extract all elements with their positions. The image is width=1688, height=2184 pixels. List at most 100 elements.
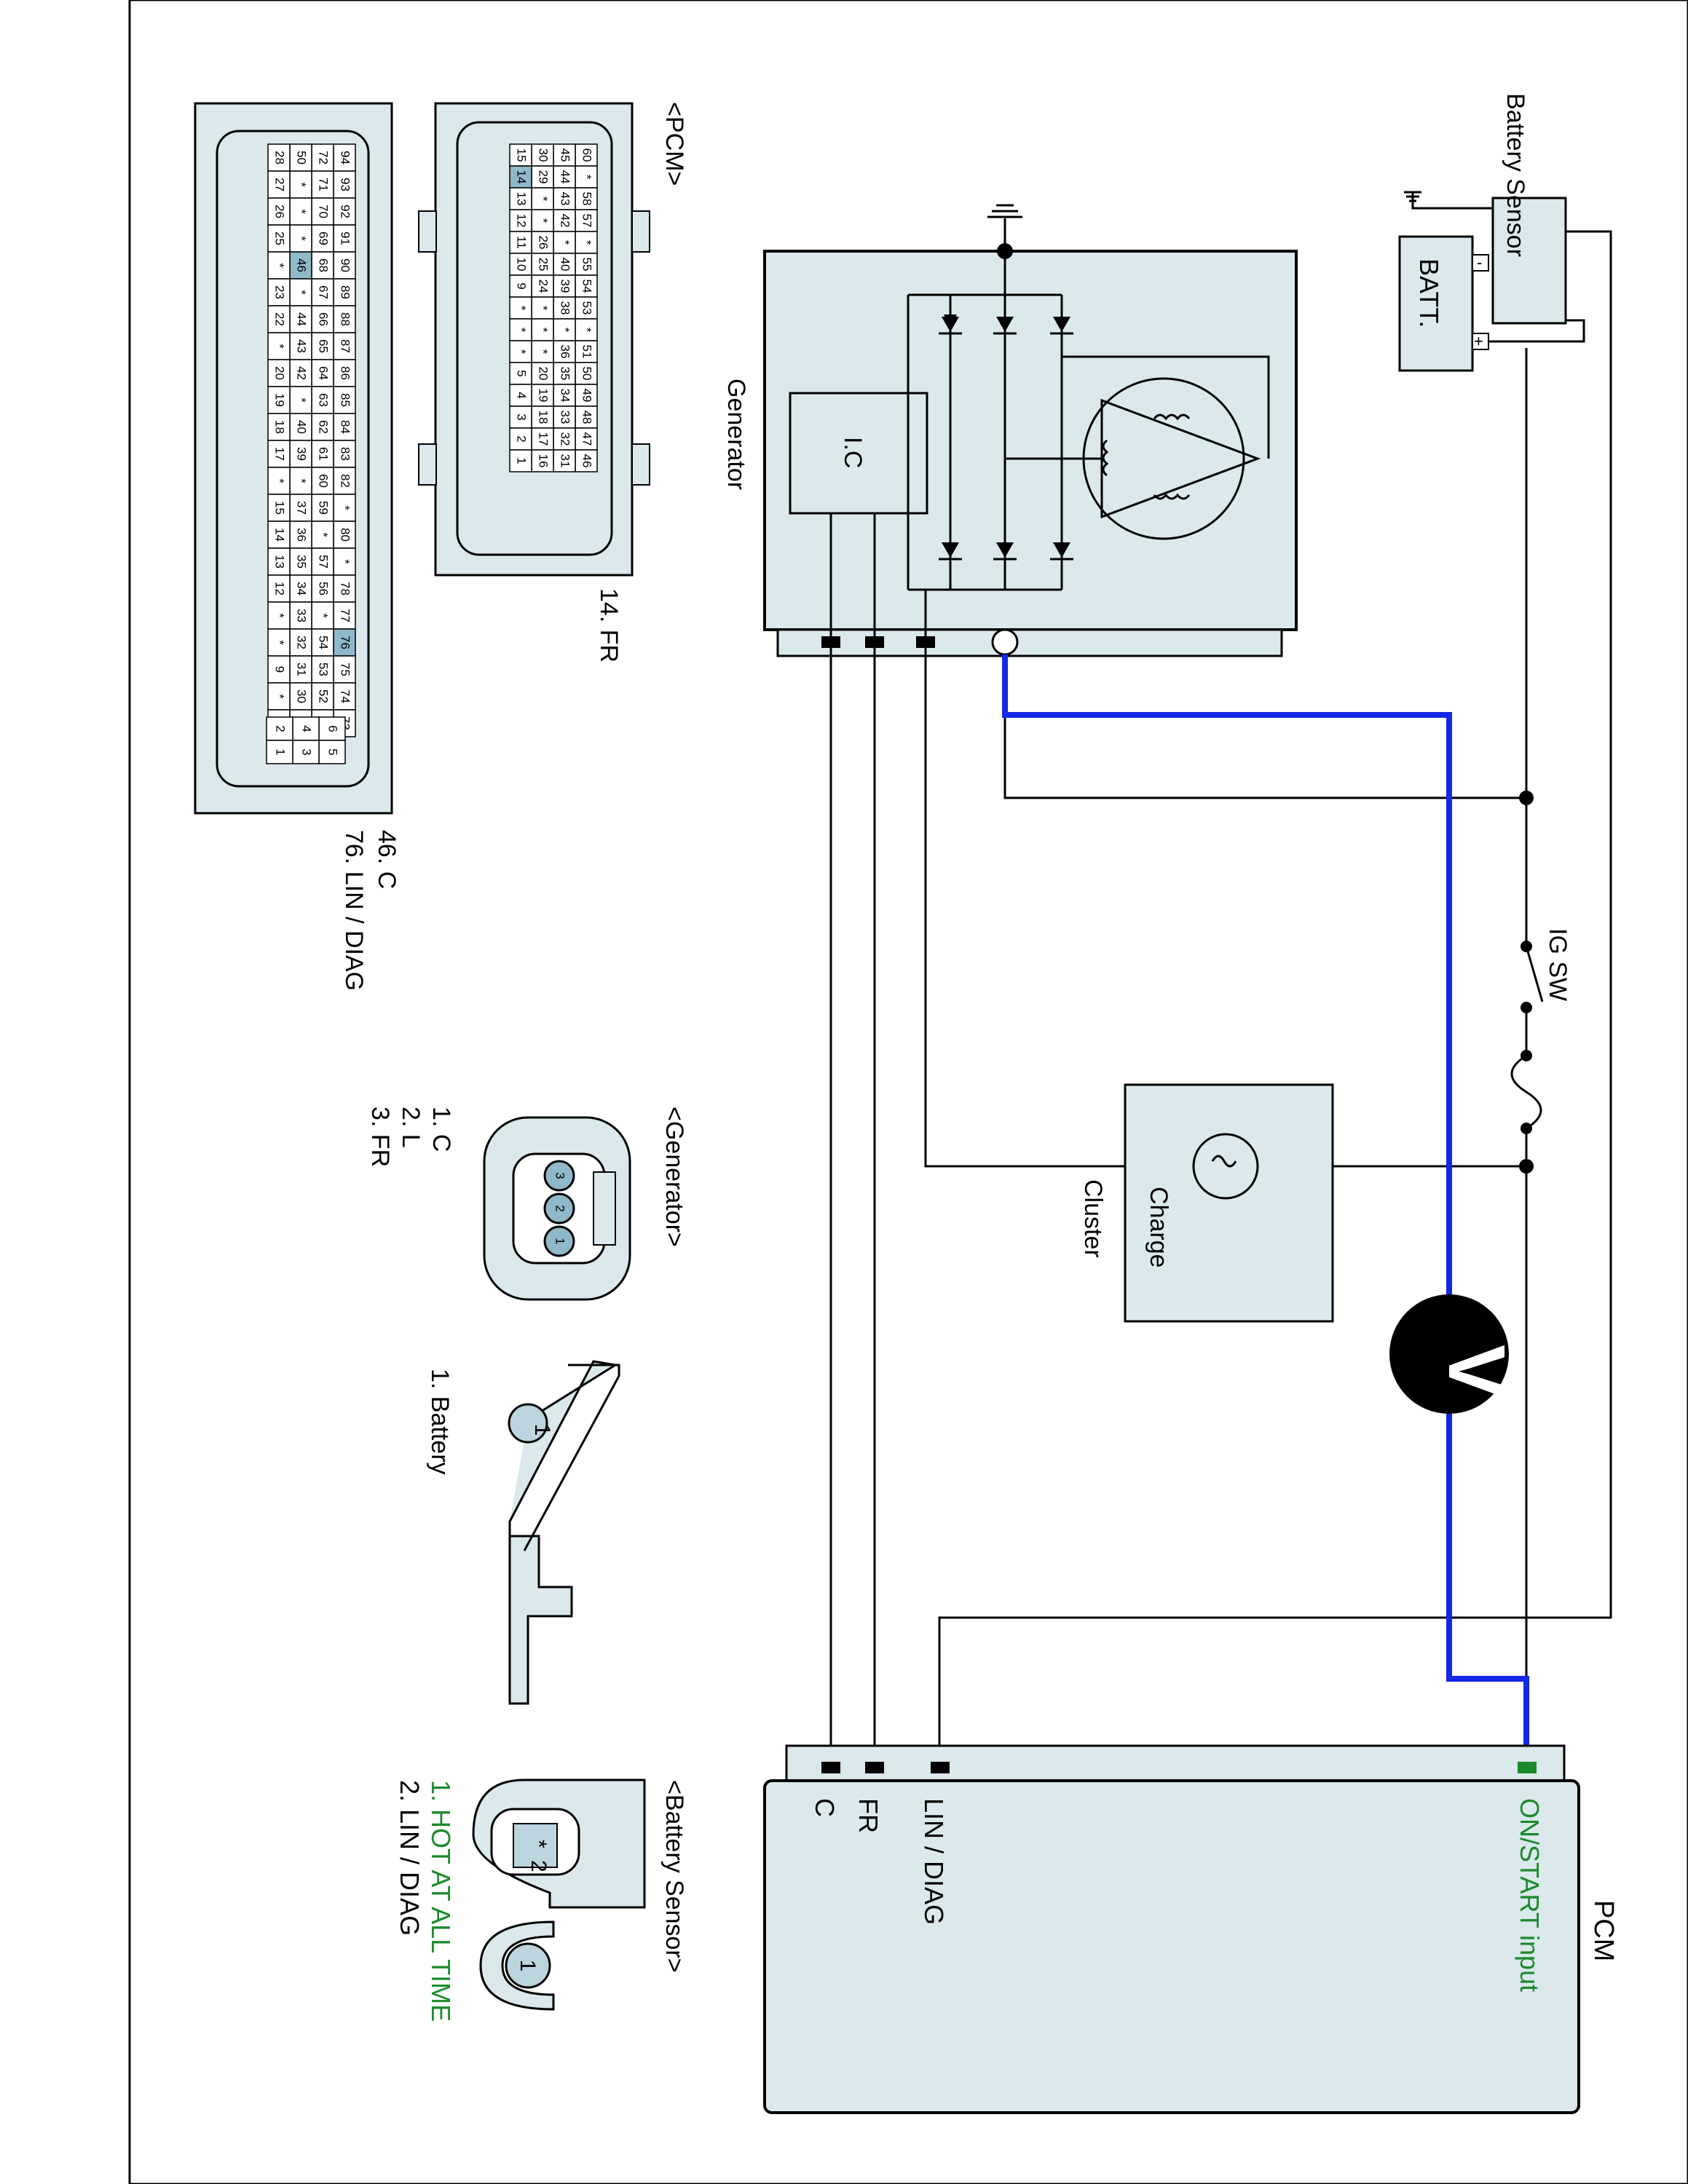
connector-pin: 31 bbox=[295, 662, 309, 676]
generator-connector-pin: 2 bbox=[553, 1205, 567, 1211]
connector-pin: 28 bbox=[273, 151, 287, 165]
connector-pin: * bbox=[559, 240, 572, 245]
lamp-icon bbox=[1192, 1133, 1259, 1200]
connector-pin: 9 bbox=[273, 666, 287, 673]
connector-pin: * bbox=[317, 613, 331, 618]
connector-pin: 32 bbox=[559, 432, 572, 446]
connector-pin: 27 bbox=[273, 178, 287, 191]
connector-pin: 89 bbox=[339, 285, 352, 299]
connector-pin: 6 bbox=[326, 725, 340, 732]
connector-pin: 49 bbox=[580, 389, 594, 403]
connector-pin: 37 bbox=[295, 501, 309, 515]
connector-pin: 1 bbox=[274, 748, 288, 755]
connector-pin: 67 bbox=[317, 285, 331, 299]
connector-pin: 18 bbox=[537, 411, 551, 424]
connector-pin: 20 bbox=[537, 367, 551, 381]
pcm-pin-lin-diag: LIN / DIAG bbox=[919, 1798, 949, 1925]
connector-pin: 46 bbox=[580, 454, 594, 468]
connector-pin: 10 bbox=[515, 258, 529, 272]
connector-pin: * bbox=[537, 349, 551, 355]
connector-pin: 88 bbox=[339, 312, 352, 326]
voltmeter-label: V bbox=[1432, 1345, 1521, 1398]
connector-pin: 33 bbox=[295, 609, 309, 622]
connector-pin: 63 bbox=[317, 393, 331, 407]
connector-pin: * bbox=[295, 478, 309, 483]
connector-pin: * bbox=[295, 182, 309, 187]
connector-pin: 87 bbox=[339, 339, 352, 353]
svg-text:+: + bbox=[1474, 332, 1483, 350]
battery-terminal-pin: 1 bbox=[530, 1424, 554, 1436]
connector-pin: 31 bbox=[559, 454, 572, 468]
connector-pin: 76 bbox=[339, 636, 352, 649]
connector-pin: 82 bbox=[339, 474, 352, 488]
connector-pin: 2 bbox=[515, 435, 529, 442]
connector-pin: 60 bbox=[317, 474, 331, 488]
connector-pin: 72 bbox=[317, 151, 331, 165]
connector-pin: 16 bbox=[537, 454, 551, 468]
connector-pin: 29 bbox=[537, 170, 551, 184]
stator-icon bbox=[1005, 355, 1270, 540]
connector-pin: * bbox=[537, 197, 551, 202]
gen-pin-3: 3. FR bbox=[366, 1107, 394, 1167]
bs-pin-1: 1. HOT AT ALL TIME bbox=[426, 1780, 456, 2022]
connector-pin: * bbox=[273, 613, 287, 618]
connector-pin: 15 bbox=[273, 501, 287, 515]
connector-pin: 35 bbox=[295, 555, 309, 569]
connector-pin: 3 bbox=[300, 748, 314, 755]
connector-pin: 54 bbox=[580, 280, 594, 293]
pcm-pin-fr: FR bbox=[853, 1798, 883, 1833]
connector-pin: 47 bbox=[580, 432, 594, 446]
charge-cluster: Charge Cluster bbox=[1079, 1083, 1334, 1323]
connector-pin: 18 bbox=[273, 420, 287, 434]
connector-pin: 43 bbox=[295, 339, 309, 353]
bs-pin-1-num: 1 bbox=[516, 1960, 540, 1972]
connector-pin: * bbox=[295, 236, 309, 241]
connector-pin: 44 bbox=[295, 312, 309, 326]
gen-pin-1: 1. C bbox=[427, 1107, 455, 1152]
connector-pin: * bbox=[515, 306, 529, 311]
connector-pin: 75 bbox=[339, 662, 352, 676]
connector-pin: 26 bbox=[537, 236, 551, 250]
battery-terminal: 1 bbox=[508, 1360, 620, 1705]
generator-connector-pin: 3 bbox=[553, 1172, 567, 1179]
pcm-label: PCM bbox=[1588, 1900, 1619, 1961]
connector-pin: * bbox=[537, 218, 551, 223]
battery-sensor-label: Battery Sensor bbox=[1502, 93, 1529, 257]
bs-pin-2: 2. LIN / DIAG bbox=[395, 1780, 425, 1936]
pcm-connector-title: <PCM> bbox=[660, 102, 688, 186]
connector-pin: 38 bbox=[559, 301, 572, 315]
connector-pin: * bbox=[295, 209, 309, 214]
connector-pin: * bbox=[273, 478, 287, 483]
connector-pin: 40 bbox=[295, 420, 309, 434]
connector-pin: 30 bbox=[295, 689, 309, 703]
connector-pin: 84 bbox=[339, 420, 352, 434]
connector-pin: * bbox=[537, 328, 551, 333]
connector-pin: 78 bbox=[339, 582, 352, 596]
connector-pin: 45 bbox=[559, 149, 572, 162]
connector-pin: 54 bbox=[317, 636, 331, 649]
connector-pin: 34 bbox=[559, 389, 572, 403]
battery-sensor-connector-title: <Battery Sensor> bbox=[660, 1780, 688, 1973]
connector-pin: 23 bbox=[273, 285, 287, 299]
connector-pin: 17 bbox=[537, 432, 551, 446]
connector-pin: * bbox=[273, 344, 287, 349]
connector-pin: 61 bbox=[317, 447, 331, 461]
generator-connector-pin: 1 bbox=[553, 1238, 567, 1244]
pcm-pin-note-c: 46. C bbox=[373, 830, 401, 889]
connector-pin: 12 bbox=[515, 214, 529, 228]
connector-pin: 50 bbox=[295, 151, 309, 165]
connector-pin: * bbox=[295, 290, 309, 295]
bs-pin-2-num: 2 bbox=[526, 1860, 551, 1872]
connector-pin: 51 bbox=[580, 345, 594, 359]
connector-pin: 15 bbox=[515, 149, 529, 162]
connector-pin: 5 bbox=[515, 370, 529, 376]
connector-pin: 14 bbox=[273, 528, 287, 542]
cluster-label: Cluster bbox=[1079, 1179, 1107, 1258]
pcm-connector-large: 94939291908988878685848382*80*7877767574… bbox=[194, 102, 393, 815]
pcm-pin-on-start: ON/START input bbox=[1515, 1798, 1545, 1992]
connector-pin: 13 bbox=[273, 555, 287, 569]
connector-pin: 70 bbox=[317, 205, 331, 218]
connector-pin: 59 bbox=[317, 501, 331, 515]
connector-pin: 65 bbox=[317, 339, 331, 353]
